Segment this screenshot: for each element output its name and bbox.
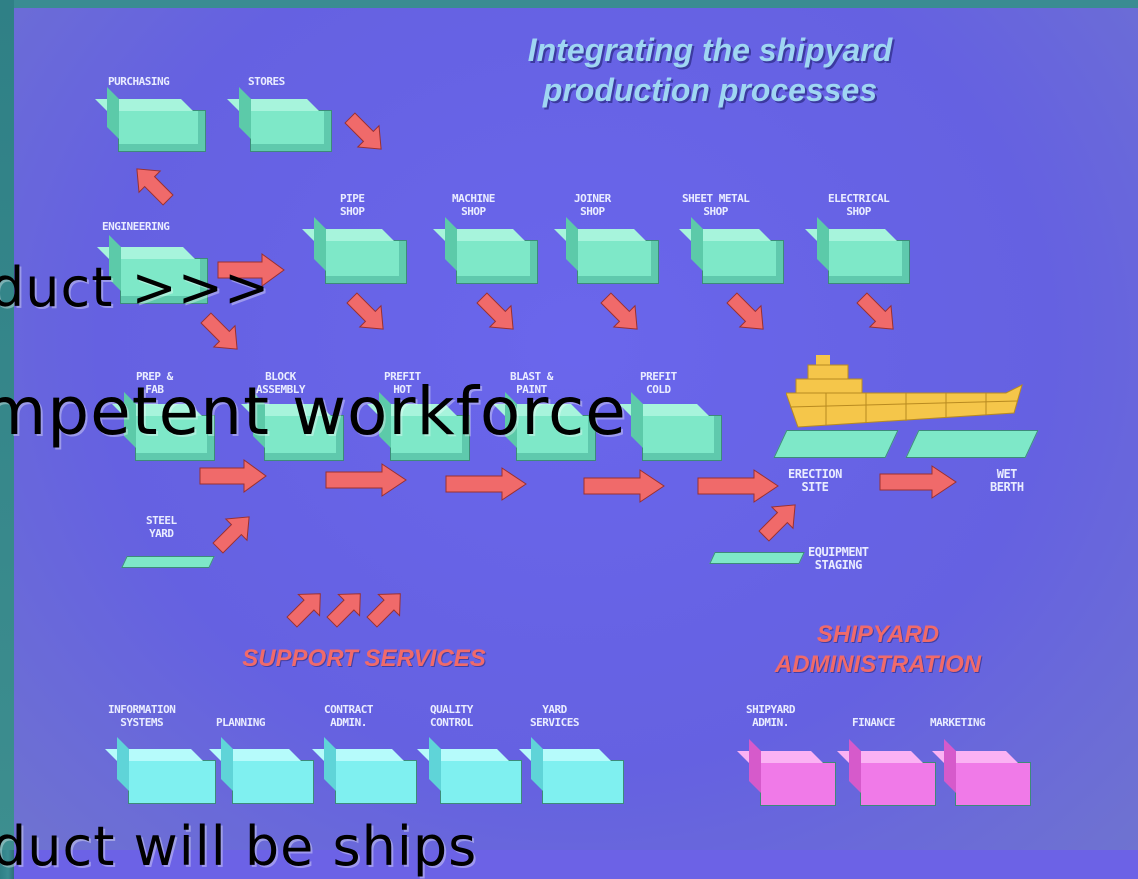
box-contract-admin (335, 760, 417, 804)
box-electrical-shop (828, 240, 910, 284)
arrow-electrical-down (856, 292, 894, 330)
box-engineering (120, 258, 208, 304)
label-prep-fab: PREP & FAB (136, 370, 173, 396)
overlay-text-line-2: mpetent workforce (0, 373, 627, 450)
arrow-sheetmetal-down (726, 292, 764, 330)
label-yard-services: YARD SERVICES (530, 703, 579, 729)
arrow-block-to-hot (325, 463, 407, 497)
box-shipyard-admin (760, 762, 836, 806)
label-joiner-shop: JOINER SHOP (574, 192, 611, 218)
arrow-hot-to-blast (445, 467, 527, 501)
box-prep-fab (135, 415, 215, 461)
label-prefit-cold: PREFIT COLD (640, 370, 677, 396)
overlay-text-line-1: duct >>> (0, 256, 271, 319)
box-machine-shop (456, 240, 538, 284)
arrow-support-3 (366, 593, 401, 628)
label-quality-control: QUALITY CONTROL (430, 703, 473, 729)
label-electrical-shop: ELECTRICAL SHOP (828, 192, 890, 218)
box-block-assembly (264, 415, 344, 461)
label-stores: STORES (248, 75, 285, 88)
box-information-systems (128, 760, 216, 804)
left-border (0, 0, 14, 850)
section-shipyard-administration: SHIPYARD ADMINISTRATION (774, 621, 982, 678)
arrow-steelyard-up (212, 516, 250, 554)
arrow-support-1 (286, 593, 321, 628)
arrow-cold-to-erection (697, 469, 779, 503)
label-blast-paint: BLAST & PAINT (510, 370, 553, 396)
arrow-support-2 (326, 593, 361, 628)
flow-arrows (136, 112, 957, 628)
label-contract-admin: CONTRACT ADMIN. (324, 703, 373, 729)
arrow-blast-to-cold (583, 469, 665, 503)
box-stores (250, 110, 332, 152)
arrow-staging-up (758, 504, 796, 542)
label-information-systems: INFORMATION SYSTEMS (108, 703, 176, 729)
arrow-machine-down (476, 292, 514, 330)
box-marketing (955, 762, 1031, 806)
arrow-erection-to-berth (879, 465, 957, 499)
label-shipyard-admin: SHIPYARD ADMIN. (746, 703, 795, 729)
box-joiner-shop (577, 240, 659, 284)
arrow-engineering-down (200, 312, 238, 350)
diagram-title: Integrating the shipyard production proc… (430, 30, 990, 110)
title-line-1: Integrating the shipyard (527, 32, 893, 68)
title-line-2: production processes (542, 72, 878, 108)
ship-hull-icon (786, 355, 1023, 428)
label-finance: FINANCE (852, 716, 895, 729)
box-quality-control (440, 760, 522, 804)
overlay-text-line-3: duct will be ships (0, 815, 478, 878)
label-equipment-staging: EQUIPMENT STAGING (808, 545, 869, 572)
box-purchasing (118, 110, 206, 152)
box-prefit-hot (390, 415, 470, 461)
box-blast-paint (516, 415, 596, 461)
box-yard-services (542, 760, 624, 804)
label-erection-site: ERECTION SITE (788, 467, 842, 494)
top-border (0, 0, 1138, 8)
label-pipe-shop: PIPE SHOP (340, 192, 365, 218)
arrow-engineering-to-pipe (217, 253, 285, 287)
box-prefit-cold (642, 415, 722, 461)
arrow-stores-to-pipe (344, 112, 382, 150)
box-finance (860, 762, 936, 806)
label-sheet-metal-shop: SHEET METAL SHOP (682, 192, 750, 218)
label-wet-berth: WET BERTH (990, 467, 1024, 494)
box-pipe-shop (325, 240, 407, 284)
label-marketing: MARKETING (930, 716, 986, 729)
box-planning (232, 760, 314, 804)
section-support-services: SUPPORT SERVICES (242, 645, 486, 672)
box-sheet-metal-shop (702, 240, 784, 284)
label-machine-shop: MACHINE SHOP (452, 192, 495, 218)
label-purchasing: PURCHASING (108, 75, 170, 88)
arrow-engineering-to-purchasing (136, 168, 174, 206)
label-engineering: ENGINEERING (102, 220, 170, 233)
label-block-assembly: BLOCK ASSEMBLY (256, 370, 305, 396)
label-prefit-hot: PREFIT HOT (384, 370, 421, 396)
arrow-pipe-down (346, 292, 384, 330)
arrow-joiner-down (600, 292, 638, 330)
label-planning: PLANNING (216, 716, 265, 729)
arrow-prep-to-block (199, 459, 267, 493)
label-steel-yard: STEEL YARD (146, 514, 177, 540)
